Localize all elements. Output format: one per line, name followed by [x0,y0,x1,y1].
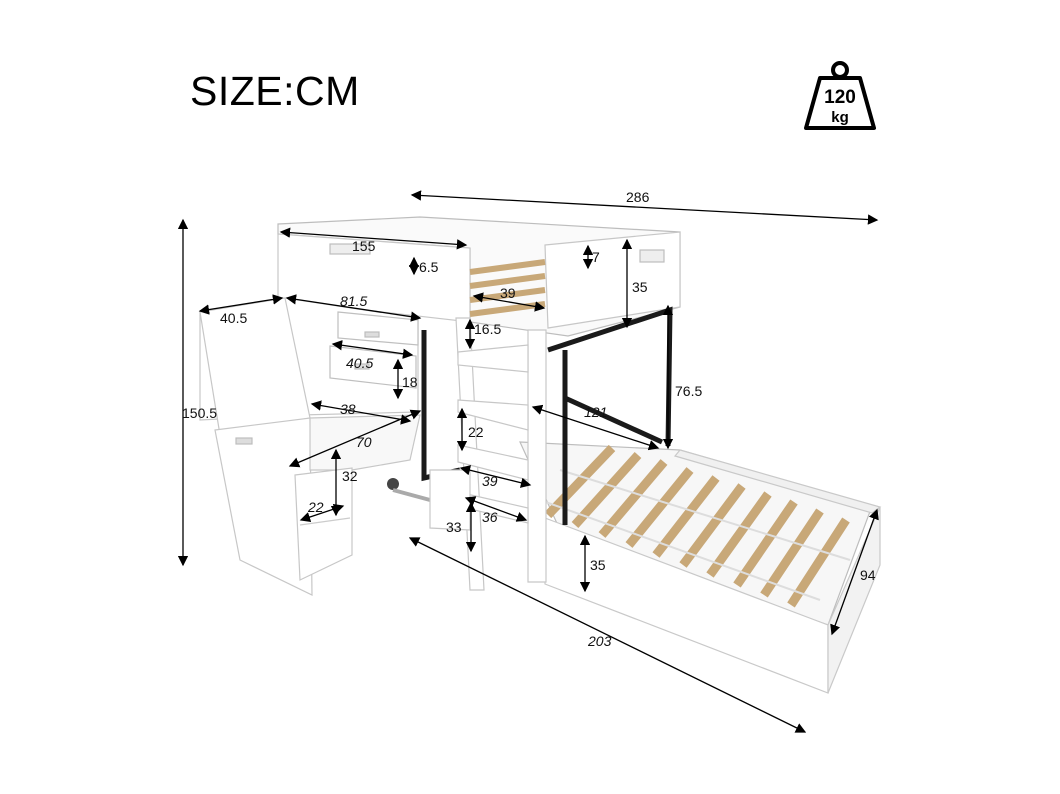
dim-slat-gap: 39 [500,285,516,301]
dim-desk-lower-depth: 22 [307,499,324,515]
dim-overall-height: 150.5 [182,405,217,421]
dim-ladder-top: 16.5 [474,321,501,337]
dimension-lines [177,190,879,733]
weight-unit: kg [831,109,849,126]
dim-cabinet-depth: 40.5 [220,310,247,326]
dim-lower-rail-height: 35 [590,557,606,573]
bed-illustration [199,216,882,694]
weight-icon: 120 kg [804,61,876,130]
dim-frame-width: 121 [584,404,607,420]
dim-desk-height: 32 [342,468,358,484]
dim-lower-bed-width: 94 [860,567,876,583]
ladder [429,317,547,591]
dim-ladder-step-spacing: 22 [468,424,484,440]
dim-desk-length: 70 [356,434,372,450]
dim-rail-height-right: 7 [592,249,600,265]
page-title: SIZE:CM [190,68,360,114]
dim-under-bed-height: 76.5 [675,383,702,399]
dim-drawer-height: 18 [402,374,418,390]
dim-ladder-bottom: 33 [446,519,462,535]
dimension-labels: 286 150.5 155 6.5 7 35 39 81.5 40.5 40.5… [182,189,876,649]
dim-ladder-depth: 36 [482,509,498,525]
dim-drawer-width: 40.5 [346,355,373,371]
dim-upper-length: 155 [352,238,376,254]
dim-ladder-width: 39 [482,473,498,489]
dim-lower-bed-length: 203 [587,633,612,649]
dim-desk-shelf-depth: 38 [340,401,356,417]
dim-desk-top-length: 81.5 [340,293,367,309]
dim-side-rail-height: 35 [632,279,648,295]
weight-value: 120 [824,87,856,108]
dim-rail-height-left: 6.5 [419,259,439,275]
dim-overall-length: 286 [626,189,650,205]
